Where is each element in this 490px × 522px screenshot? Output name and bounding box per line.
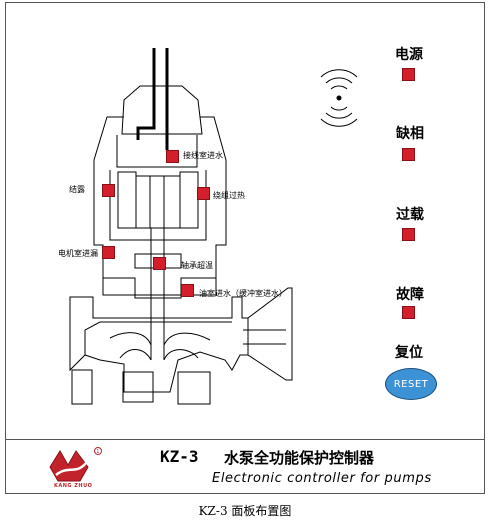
sensor-motor-water-leak: [102, 246, 115, 259]
pump-foot-left: [71, 369, 93, 405]
rotor: [135, 175, 181, 229]
label-junction-box-water: 接线室进水: [183, 151, 223, 160]
pump-foot-center: [122, 371, 154, 403]
footer-divider: [5, 439, 485, 440]
motor-casing: [93, 160, 227, 296]
reset-button[interactable]: RESET: [385, 368, 437, 400]
motor-inner-body: [109, 170, 207, 241]
reset-label: 复位: [395, 345, 423, 361]
junction-chamber: [116, 135, 198, 168]
sensor-condensation: [102, 184, 115, 197]
signal-waves-icon: [320, 69, 358, 127]
power-cables: [136, 48, 169, 150]
indicator-fault-label: 故障: [396, 287, 424, 303]
indicator-overload-label: 过载: [396, 207, 424, 223]
label-bearing-overtemp: 轴承超温: [181, 261, 213, 270]
indicator-fault-lamp: [402, 306, 415, 319]
label-motor-water-leak: 电机室进漏: [58, 249, 98, 258]
sensor-oil-chamber-water: [181, 284, 194, 297]
indicator-power-lamp: [402, 68, 415, 81]
label-oil-chamber-water: 油室进水（缓冲室进水）: [199, 289, 287, 298]
motor-top-housing: [93, 116, 227, 161]
figure-caption: KZ-3 面板布置图: [198, 504, 292, 518]
stator-right: [179, 171, 199, 229]
sensor-junction-box-water: [166, 150, 179, 163]
label-condensation: 结露: [69, 185, 85, 194]
oil-chamber: [103, 277, 216, 299]
control-panel-frame: [5, 2, 485, 494]
product-title-en: Electronic controller for pumps: [212, 471, 432, 486]
indicator-phase-loss-lamp: [402, 148, 415, 161]
stator-left: [117, 171, 137, 229]
sensor-bearing-overtemp: [153, 257, 166, 270]
sensor-winding-overheat: [197, 187, 210, 200]
kangzhuo-logo: 1: [49, 447, 102, 482]
pump-foot-right: [177, 371, 211, 405]
model-number: KZ-3: [160, 447, 199, 466]
indicator-phase-loss-label: 缺相: [396, 126, 424, 142]
indicator-power-label: 电源: [395, 47, 423, 63]
label-winding-overheat: 绕组过热: [213, 191, 245, 200]
indicator-overload-lamp: [402, 228, 415, 241]
svg-text:1: 1: [96, 449, 99, 455]
impeller: [109, 332, 211, 361]
brand-name: KANG ZHUO: [54, 483, 93, 489]
cable-gland: [121, 85, 203, 135]
pump-volute: [69, 287, 293, 393]
product-title-cn: 水泵全功能保护控制器: [224, 449, 375, 467]
